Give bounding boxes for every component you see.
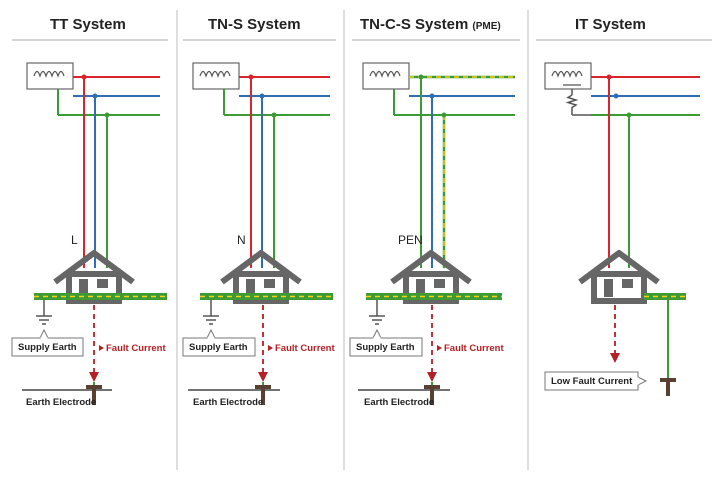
conductor-label: L [71, 233, 78, 247]
transformer-icon [26, 62, 74, 90]
panel-title: IT System [575, 16, 646, 33]
supply-earth-symbol [203, 300, 219, 325]
house-icon [578, 250, 660, 304]
supply-earth-callout: Supply Earth [182, 328, 256, 357]
panel-it-system: IT System [536, 16, 712, 396]
earth-electrode-icon [22, 382, 112, 405]
panel-tn-c-s-system: TN-C-S System(PME) PEN [349, 16, 520, 408]
earth-electrode-label: Earth Electrode [26, 397, 96, 408]
panel-tt-system: TT System L [11, 16, 168, 408]
supply-earth-callout: Supply Earth [11, 328, 84, 357]
earth-electrode-icon [660, 378, 676, 396]
earth-electrode-label: Earth Electrode [364, 397, 434, 408]
earth-electrode-icon [358, 382, 450, 405]
fault-current-label: Fault Current [444, 343, 504, 354]
panel-title: TT System [50, 16, 126, 33]
transformer-icon [362, 62, 410, 90]
conductor-label: PEN [398, 233, 423, 247]
earth-electrode-label: Earth Electrode [193, 397, 263, 408]
impedance-earth-icon [565, 89, 591, 116]
transformer-icon [192, 62, 240, 90]
low-fault-current-callout: Low Fault Current [544, 371, 648, 391]
fault-current-label: Fault Current [275, 343, 335, 354]
supply-earth-symbol [369, 300, 385, 325]
conductor-label: N [237, 233, 246, 247]
panel-title-suffix: (PME) [472, 21, 500, 32]
supply-earth-callout: Supply Earth [349, 328, 423, 357]
earth-electrode-icon [188, 382, 280, 405]
low-fault-current-label: Low Fault Current [551, 376, 633, 387]
supply-earth-label: Supply Earth [18, 342, 77, 353]
panel-title: TN-S System [208, 16, 301, 33]
transformer-icon [544, 62, 592, 90]
panel-title: TN-C-S System(PME) [360, 16, 501, 33]
fault-current-label: Fault Current [106, 343, 166, 354]
panel-tn-s-system: TN-S System N [182, 16, 336, 408]
supply-earth-label: Supply Earth [356, 342, 415, 353]
supply-earth-label: Supply Earth [189, 342, 248, 353]
supply-earth-symbol [36, 300, 52, 325]
